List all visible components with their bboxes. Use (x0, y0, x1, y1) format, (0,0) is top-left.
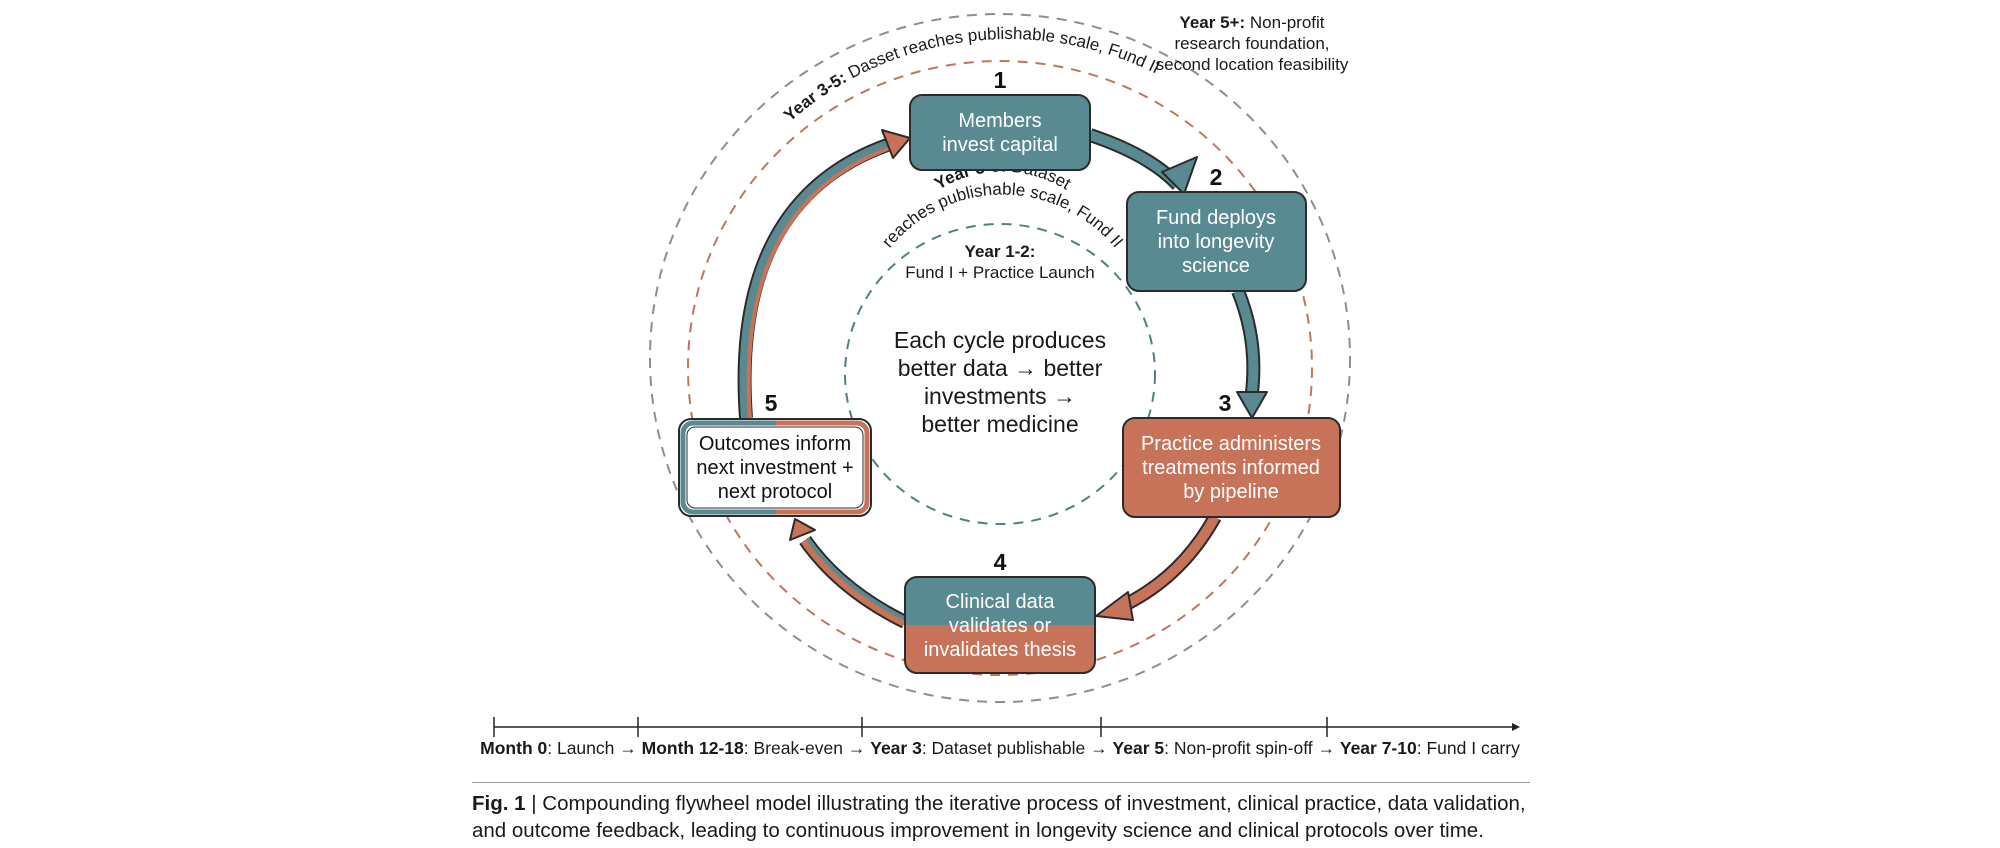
step-1-line2: invest capital (942, 134, 1058, 156)
caption-text: Compounding flywheel model illustrating … (472, 792, 1526, 842)
arrow-step4-to-step5 (789, 518, 909, 629)
milestone-label: Year 5 (1112, 738, 1165, 758)
step-4-line2: validates or (949, 615, 1052, 637)
middle-ring-label-line2: reaches publishable scale, Fund II (878, 179, 1127, 251)
step-3-line3: by pipeline (1183, 481, 1279, 503)
milestone-label: Year 3 (870, 738, 922, 758)
step-1-line1: Members (958, 110, 1041, 132)
caption-separator: | (525, 792, 543, 815)
step-3-number: 3 (1219, 390, 1232, 416)
outer-note-line2: research foundation, (1175, 34, 1330, 53)
inner-ring-teal (844, 223, 1156, 525)
step-4-line1: Clinical data (946, 591, 1056, 613)
outer-note: Year 5+: Non-profit (1179, 13, 1324, 32)
timeline-axis (493, 717, 1520, 737)
figure-caption: Fig. 1 | Compounding flywheel model illu… (472, 790, 1542, 844)
timeline-arrow: → (847, 738, 866, 758)
step-5-number: 5 (765, 390, 778, 416)
milestone-label: Year 7-10 (1339, 738, 1417, 758)
step-4-number: 4 (994, 549, 1007, 575)
milestone-text: Launch (556, 738, 615, 758)
step-2-box: 2 Fund deploys into longevity science (1126, 164, 1307, 292)
timeline-labels: Month 0: Launch → Month 12-18: Break-eve… (480, 738, 1520, 758)
milestone-text: Break-even (753, 738, 843, 758)
milestone-text: Fund I carry (1426, 738, 1520, 758)
step-4-line3: invalidates thesis (924, 639, 1076, 661)
step-3-box: 3 Practice administers treatments inform… (1122, 390, 1341, 518)
arrow-step5-to-step1 (737, 129, 911, 419)
step-5-line1: Outcomes inform (699, 433, 851, 455)
step-2-line3: science (1182, 255, 1250, 277)
arrow-step3-to-step4 (1095, 513, 1222, 621)
step-2-line2: into longevity (1158, 231, 1275, 253)
inner-ring-title: Year 1-2: (965, 242, 1036, 261)
arrow-step1-to-step2 (1087, 128, 1198, 195)
center-text-line1: Each cycle produces (894, 327, 1106, 353)
outer-ring-gray (649, 13, 1351, 703)
milestone-label: Month 12-18 (641, 738, 744, 758)
outer-note-line3: second location feasibility (1156, 55, 1349, 74)
caption-divider (472, 782, 1530, 783)
step-5-line3: next protocol (718, 481, 833, 503)
step-5-box: 5 Outcomes inform next investment + next… (678, 390, 872, 517)
step-2-number: 2 (1210, 164, 1223, 190)
step-3-line2: treatments informed (1142, 457, 1320, 479)
step-2-line1: Fund deploys (1156, 207, 1276, 229)
timeline-arrow: → (1317, 738, 1335, 758)
milestone-label: Month 0 (480, 738, 548, 758)
step-1-box: 1 Members invest capital (909, 67, 1091, 171)
timeline-arrow: → (619, 738, 637, 758)
step-4-box: 4 Clinical data validates or invalidates… (904, 549, 1096, 674)
center-text-line4: better medicine (921, 411, 1078, 437)
center-text-line3: investments → (924, 383, 1076, 409)
timeline-arrow: → (1090, 738, 1108, 758)
step-1-number: 1 (994, 67, 1007, 93)
arrow-step2-to-step3 (1231, 288, 1268, 419)
caption-label: Fig. 1 (472, 792, 526, 815)
milestone-text: Dataset publishable (931, 738, 1086, 758)
step-3-line1: Practice administers (1141, 433, 1321, 455)
inner-ring-text: Fund I + Practice Launch (905, 263, 1094, 282)
step-5-line2: next investment + (696, 457, 853, 479)
milestone-text: Non-profit spin-off (1173, 738, 1313, 758)
center-text-line2: better data → better (898, 355, 1103, 381)
middle-ring-orange (687, 60, 1313, 676)
